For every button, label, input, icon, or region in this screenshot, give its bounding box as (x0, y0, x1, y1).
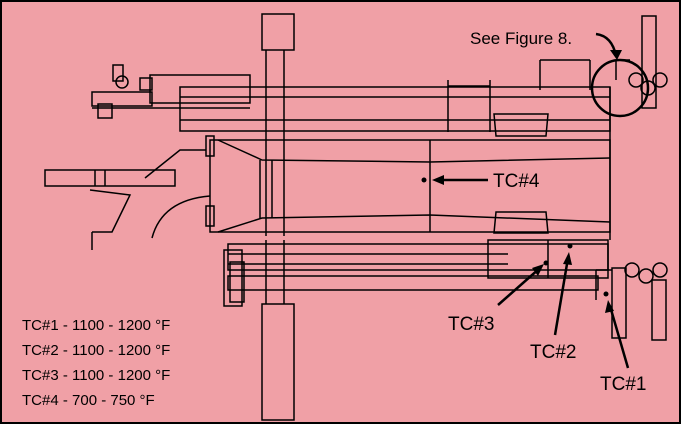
tc2-arrow (553, 257, 570, 336)
tc2-arrowhead (563, 252, 572, 265)
tc3-label: TC#3 (448, 314, 494, 335)
see-figure-8-note: See Figure 8. (470, 29, 572, 48)
tc2-label: TC#2 (530, 342, 576, 363)
temperature-legend: TC#1 - 1100 - 1200 °F TC#2 - 1100 - 1200… (22, 317, 170, 409)
figure-8-detail-circle (590, 58, 650, 118)
tc1-point (603, 291, 609, 297)
combustor-assembly-drawing (44, 13, 668, 421)
legend-item-tc1: TC#1 - 1100 - 1200 °F (22, 317, 170, 334)
tc1-arrowhead (605, 300, 614, 313)
tc4-point (421, 177, 427, 183)
tc3-arrow (497, 267, 541, 306)
tc1-label: TC#1 (600, 374, 646, 395)
legend-item-tc2: TC#2 - 1100 - 1200 °F (22, 342, 170, 359)
tc1-arrow (608, 305, 630, 369)
tc3-arrowhead (532, 264, 544, 276)
tc3-point (543, 260, 549, 266)
legend-item-tc4: TC#4 - 700 - 750 °F (22, 392, 155, 409)
legend-item-tc3: TC#3 - 1100 - 1200 °F (22, 367, 170, 384)
tc4-arrowhead (432, 175, 444, 185)
tc4-label: TC#4 (493, 171, 540, 192)
tc2-point (567, 243, 573, 249)
figure-8-arrowhead (610, 50, 622, 60)
